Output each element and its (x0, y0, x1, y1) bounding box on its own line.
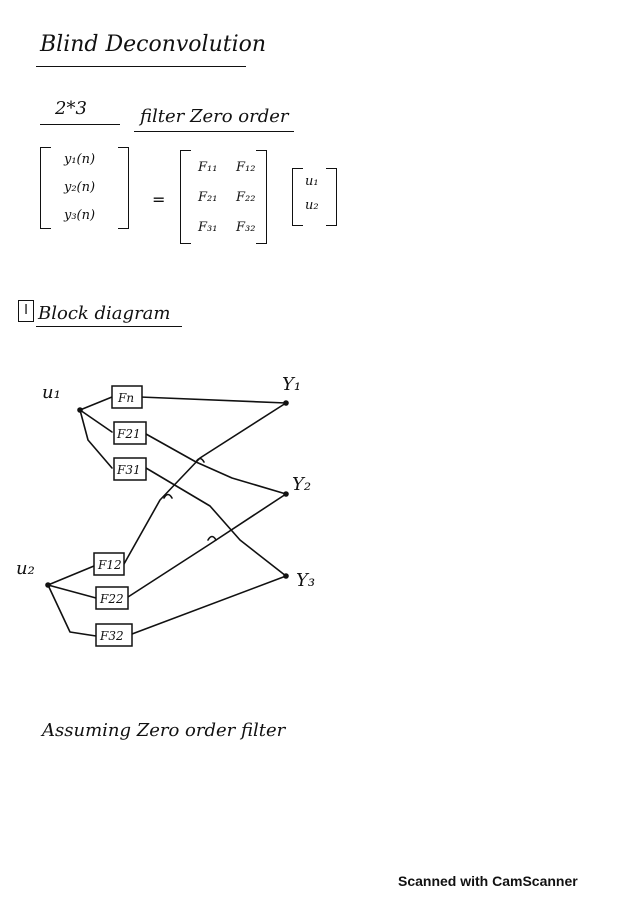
f21-entry: F₂₁ (198, 190, 218, 205)
crossing-hop-2 (163, 493, 173, 499)
y1-entry: y₁(n) (64, 152, 96, 167)
f32-entry: F₃₂ (236, 220, 256, 235)
u-vector-right-bracket (326, 168, 337, 226)
input-u1-label: u₁ (42, 382, 61, 403)
y2-entry: y₂(n) (64, 180, 96, 195)
filter-f32-label: F32 (99, 629, 124, 643)
y-vector-right-bracket (118, 147, 129, 229)
section-number-box: I (18, 300, 34, 322)
f22-to-y2-wire (127, 493, 287, 598)
u2-to-f12-wire (47, 565, 95, 586)
filter-f22-label: F22 (99, 592, 124, 606)
u2-node (45, 582, 51, 588)
f-matrix-left-bracket (180, 150, 191, 244)
filter-f12-label: F12 (97, 558, 122, 572)
filter-f12-box (93, 552, 125, 576)
u1-to-f11-wire (79, 396, 113, 411)
f32-to-y3-wire (131, 575, 287, 635)
f12-to-y1-wire (123, 402, 287, 565)
u-vector-left-bracket (292, 168, 303, 226)
filter-f21-label: F21 (116, 427, 141, 441)
u2-to-f32-wire (47, 584, 97, 637)
page-title: Blind Deconvolution (40, 32, 267, 57)
matrix-size-underline (40, 124, 120, 125)
u1-to-f31-wire (79, 409, 113, 469)
y3-entry: y₃(n) (64, 208, 96, 223)
equals-sign: = (152, 190, 166, 209)
f-matrix-right-bracket (256, 150, 267, 244)
f22-entry: F₂₂ (236, 190, 256, 205)
matrix-size-label: 2*3 (55, 98, 87, 119)
f21-to-y2-wire (145, 433, 287, 495)
filter-f21-box (113, 421, 147, 445)
section-title: Block diagram (38, 303, 171, 324)
scanner-footer: Scanned with CamScanner (398, 873, 578, 889)
output-y2-label: Y₂ (292, 474, 311, 495)
filter-order-label: filter Zero order (140, 106, 289, 127)
filter-f22-box (95, 586, 129, 610)
input-u2-label: u₂ (16, 558, 35, 579)
u2-entry: u₂ (305, 198, 319, 213)
y3-node (283, 573, 289, 579)
u1-node (77, 407, 83, 413)
f31-entry: F₃₁ (198, 220, 218, 235)
filter-f11-box (111, 385, 143, 409)
filter-order-underline (134, 131, 294, 132)
f31-to-y3-wire (145, 467, 287, 577)
filter-f11-label: Fn (117, 391, 134, 405)
crossing-hop-1 (195, 457, 205, 463)
y-vector-left-bracket (40, 147, 51, 229)
section-underline (36, 326, 182, 327)
u1-to-f21-wire (79, 409, 113, 433)
u2-to-f22-wire (47, 584, 97, 599)
f12-entry: F₁₂ (236, 160, 256, 175)
output-y1-label: Y₁ (282, 374, 301, 395)
f11-entry: F₁₁ (198, 160, 218, 175)
y1-node (283, 400, 289, 406)
crossing-hop-3 (207, 535, 217, 541)
output-y3-label: Y₃ (296, 570, 315, 591)
filter-f31-label: F31 (116, 463, 141, 477)
assumption-note: Assuming Zero order filter (42, 720, 286, 741)
filter-f32-box (95, 623, 133, 647)
y2-node (283, 491, 289, 497)
title-underline (36, 66, 246, 67)
f11-to-y1-wire (139, 396, 287, 404)
filter-f31-box (113, 457, 147, 481)
u1-entry: u₁ (305, 174, 319, 189)
